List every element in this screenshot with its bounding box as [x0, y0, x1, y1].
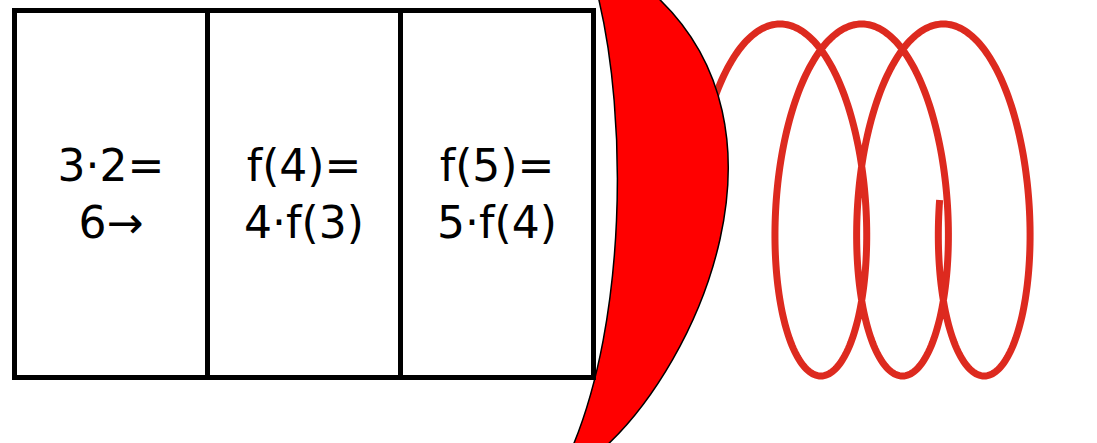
box-text: 3·2= 6→ — [58, 137, 165, 251]
box-text: f(5)= 5·f(4) — [437, 137, 557, 251]
box-text: f(4)= 4·f(3) — [244, 137, 364, 251]
spring-coil — [695, 24, 1031, 376]
process-box: f(5)= 5·f(4) — [398, 8, 596, 380]
process-box: 3·2= 6→ — [12, 8, 210, 380]
process-box: f(4)= 4·f(3) — [205, 8, 403, 380]
